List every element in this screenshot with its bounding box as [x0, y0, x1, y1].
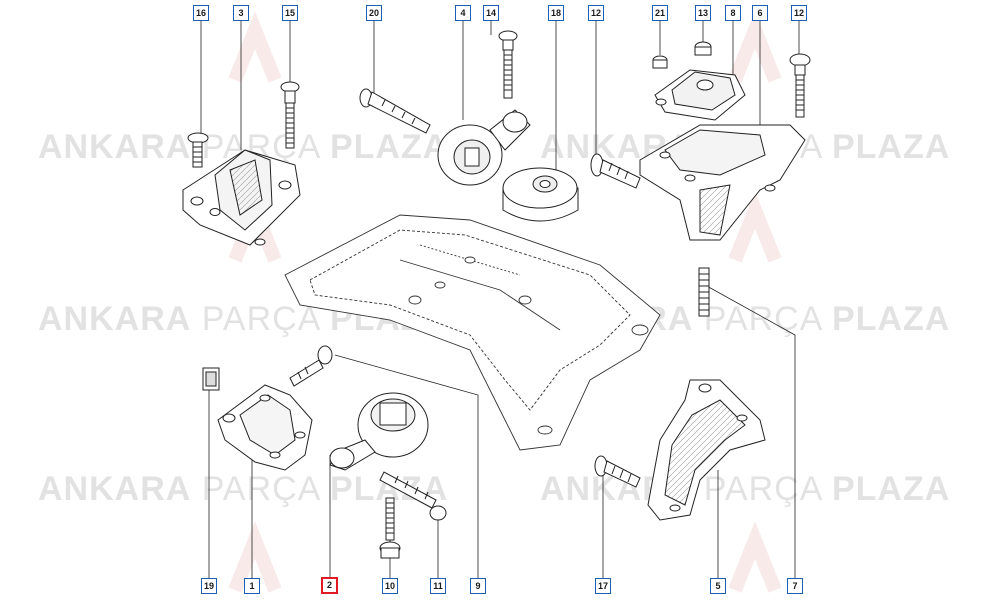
- torque-rod-part-4: [437, 109, 531, 186]
- callout-5: 5: [710, 578, 726, 594]
- gearbox-mount-part-6: [639, 124, 806, 241]
- watermark-row-1: ANKARA PARÇA PLAZA: [38, 128, 449, 166]
- callout-2-highlighted: 2: [321, 577, 338, 594]
- callout-3: 3: [233, 5, 249, 21]
- callout-12-right: 12: [791, 5, 807, 21]
- nut-19: [202, 367, 220, 391]
- callout-7: 7: [787, 578, 803, 594]
- engine-mount-part-3: [182, 149, 301, 246]
- bolt-16: [187, 132, 209, 168]
- leader-lines: [200, 20, 800, 578]
- callout-18: 18: [548, 5, 564, 21]
- bolt-20: [359, 88, 431, 134]
- callout-12-left: 12: [588, 5, 604, 21]
- bolt-10: [379, 497, 401, 559]
- callout-14: 14: [483, 5, 499, 21]
- callout-21: 21: [652, 5, 668, 21]
- callout-11: 11: [430, 578, 446, 594]
- torque-rod-part-2: [329, 392, 429, 471]
- callout-19: 19: [201, 578, 217, 594]
- callout-6: 6: [752, 5, 768, 21]
- callout-9: 9: [470, 578, 486, 594]
- bolt-17: [594, 455, 641, 488]
- bracket-part-1: [217, 384, 313, 471]
- nut-13: [694, 41, 712, 56]
- callout-20: 20: [366, 5, 382, 21]
- subframe: [284, 214, 661, 451]
- callout-13: 13: [695, 5, 711, 21]
- bolt-14: [498, 30, 518, 99]
- nut-21: [652, 55, 668, 69]
- bolt-11: [379, 471, 447, 521]
- callout-15: 15: [282, 5, 298, 21]
- bolt-9: [289, 345, 333, 387]
- bolt-12-right: [789, 53, 811, 118]
- callout-8: 8: [725, 5, 741, 21]
- bracket-part-5: [647, 379, 766, 521]
- bolt-15: [280, 81, 300, 149]
- pad-part-8: [654, 69, 746, 121]
- callout-1: 1: [244, 578, 260, 594]
- callout-16: 16: [193, 5, 209, 21]
- callout-17: 17: [595, 578, 611, 594]
- callout-10: 10: [382, 578, 398, 594]
- stud-part-7: [698, 267, 710, 317]
- bolt-12-left: [590, 153, 641, 189]
- bushing-part-18: [502, 167, 579, 222]
- callout-4: 4: [455, 5, 471, 21]
